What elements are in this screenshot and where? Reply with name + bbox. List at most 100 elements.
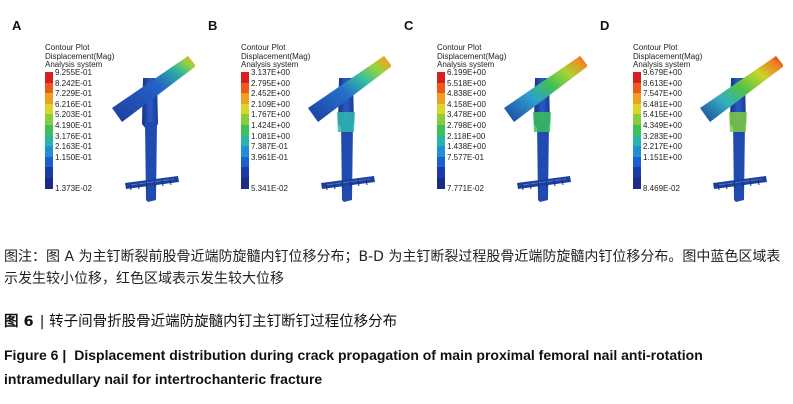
legend-value: 7.387E-01 xyxy=(251,142,288,152)
legend-swatch xyxy=(45,167,53,178)
legend-value: 1.424E+00 xyxy=(251,120,290,130)
legend-swatch xyxy=(633,114,641,125)
legend-row: 8.613E+00 xyxy=(633,79,733,94)
legend-value: 9.679E+00 xyxy=(643,68,682,77)
legend-value: 3.283E+00 xyxy=(643,131,682,141)
legend-swatch xyxy=(45,82,53,94)
legend-row: 2.118E+00 xyxy=(437,132,537,147)
legend-swatch xyxy=(241,146,249,157)
legend-value: 2.798E+00 xyxy=(447,120,486,130)
legend-swatch xyxy=(437,167,445,178)
legend-value: 8.469E-02 xyxy=(643,183,680,193)
legend-value: 5.341E-02 xyxy=(251,183,288,193)
legend-value: 4.158E+00 xyxy=(447,99,486,109)
legend-row: 4.349E+00 xyxy=(633,121,733,136)
figure-title-cn: 图 6| 转子间骨折股骨近端防旋髓内钉主钉断钉过程位移分布 xyxy=(4,311,787,333)
legend-header-line: Analysis system xyxy=(45,60,103,70)
legend-value: 2.109E+00 xyxy=(251,99,290,109)
legend-swatch xyxy=(633,167,641,178)
legend-swatch xyxy=(45,146,53,157)
legend-row: 3.283E+00 xyxy=(633,132,733,147)
legend-swatch xyxy=(241,93,249,104)
legend-value: 3.961E-01 xyxy=(251,152,288,162)
legend-row: 2.109E+00 xyxy=(241,100,341,115)
legend-value: 1.373E-02 xyxy=(55,183,92,193)
panel-letter: D xyxy=(600,18,610,33)
legend-swatch xyxy=(633,82,641,94)
legend-value: 6.199E+00 xyxy=(447,68,486,77)
legend-row: 1.150E-01 xyxy=(45,153,145,168)
legend-row: 7.387E-01 xyxy=(241,142,341,157)
legend-swatch xyxy=(633,177,641,189)
legend-value: 7.229E-01 xyxy=(55,89,92,99)
legend-row: 7.771E-02 xyxy=(437,177,537,193)
legend-row: 5.415E+00 xyxy=(633,110,733,125)
legend-row xyxy=(437,167,537,178)
legend-value: 5.203E-01 xyxy=(55,110,92,120)
legend-row: 4.190E-01 xyxy=(45,121,145,136)
legend-value: 1.438E+00 xyxy=(447,142,486,152)
legend-swatch xyxy=(437,146,445,157)
legend-swatch xyxy=(437,177,445,189)
panel-letter: A xyxy=(12,18,22,33)
nail-model-image xyxy=(700,56,783,202)
legend-header-line: Contour Plot xyxy=(241,43,286,52)
legend-value: 1.081E+00 xyxy=(251,131,290,141)
legend-value: 2.217E+00 xyxy=(643,142,682,152)
figure-title-en-text: Displacement distribution during crack p… xyxy=(4,347,703,387)
legend-row: 6.216E-01 xyxy=(45,100,145,115)
legend-swatch xyxy=(633,124,641,136)
legend-row: 6.481E+00 xyxy=(633,100,733,115)
legend-swatch xyxy=(45,114,53,125)
legend-swatch xyxy=(241,82,249,94)
legend-value: 2.452E+00 xyxy=(251,89,290,99)
legend-row: 2.795E+00 xyxy=(241,79,341,94)
legend-row: 7.577E-01 xyxy=(437,153,537,168)
legend-value: 8.613E+00 xyxy=(643,78,682,88)
figure-note: 图注：图 A 为主钉断裂前股骨近端防旋髓内钉位移分布；B-D 为主钉断裂过程股骨… xyxy=(4,249,781,287)
legend-swatch xyxy=(241,103,249,115)
legend-row: 8.469E-02 xyxy=(633,177,733,193)
legend-value: 5.415E+00 xyxy=(643,110,682,120)
legend-swatch xyxy=(241,135,249,147)
legend-swatch xyxy=(45,177,53,189)
legend-row: 3.137E+00 xyxy=(241,68,341,83)
legend-header-line: Contour Plot xyxy=(437,43,482,52)
legend-swatch xyxy=(633,135,641,147)
legend-row: 1.373E-02 xyxy=(45,177,145,193)
legend-row: 6.199E+00 xyxy=(437,68,537,83)
legend-value: 1.767E+00 xyxy=(251,110,290,120)
legend-row xyxy=(633,167,733,178)
legend-header-line: Contour Plot xyxy=(633,43,678,52)
legend-row: 5.518E+00 xyxy=(437,79,537,94)
legend-value: 7.771E-02 xyxy=(447,183,484,193)
legend-swatch xyxy=(437,103,445,115)
legend-swatch xyxy=(633,156,641,168)
legend-swatch xyxy=(45,103,53,115)
legend-swatch xyxy=(437,135,445,147)
legend-swatch xyxy=(437,82,445,94)
legend-row: 4.158E+00 xyxy=(437,100,537,115)
legend-header-line: Displacement(Mag) xyxy=(437,51,507,61)
legend-row xyxy=(45,167,145,178)
legend-swatch xyxy=(633,146,641,157)
legend-row: 2.798E+00 xyxy=(437,121,537,136)
legend-swatch xyxy=(241,156,249,168)
legend-value: 3.176E-01 xyxy=(55,131,92,141)
legend-value: 4.349E+00 xyxy=(643,120,682,130)
legend-swatch xyxy=(437,114,445,125)
legend-row: 2.163E-01 xyxy=(45,142,145,157)
legend-swatch xyxy=(437,93,445,104)
legend-swatch xyxy=(633,72,641,83)
legend-row: 3.478E+00 xyxy=(437,110,537,125)
legend-header-line: Analysis system xyxy=(633,60,691,70)
legend-value: 8.242E-01 xyxy=(55,78,92,88)
legend-header-line: Analysis system xyxy=(241,60,299,70)
